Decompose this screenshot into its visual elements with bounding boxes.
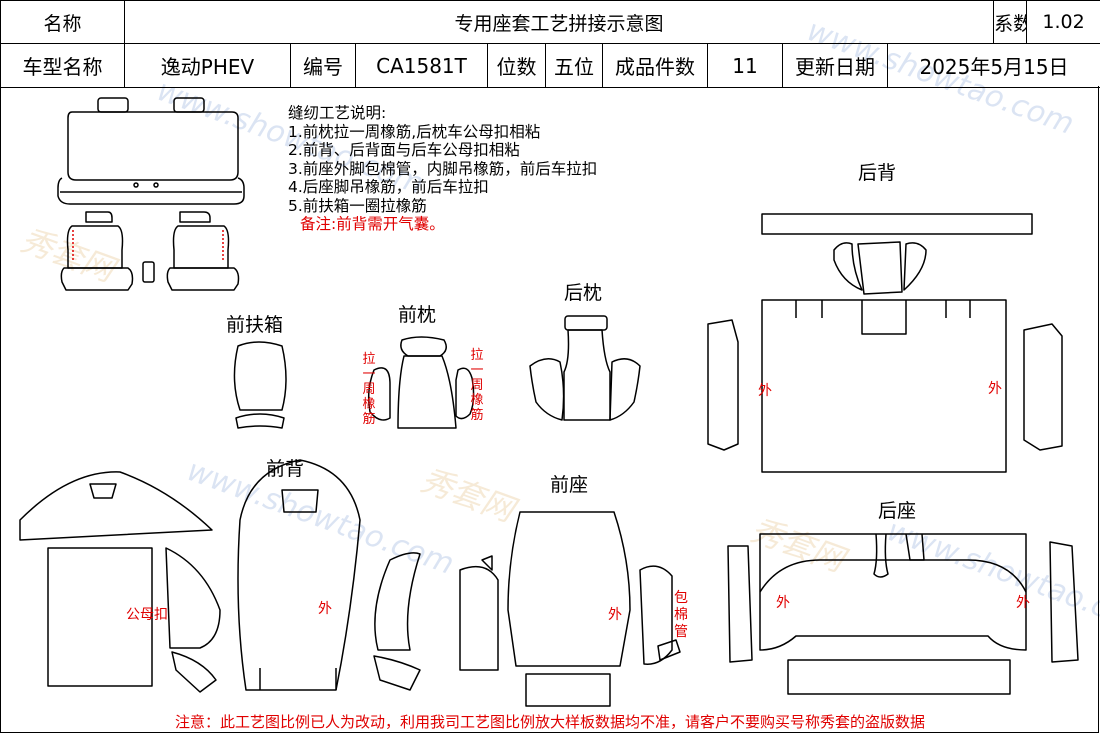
annotation-outer: 外: [318, 601, 332, 617]
front-armrest-pattern: [233, 341, 287, 429]
annotation-snap: 公母扣: [126, 607, 168, 623]
coef-value: 1.02: [1026, 0, 1100, 44]
label-front-headrest: 前枕: [398, 304, 437, 326]
note-item: 5.前扶箱一圈拉橡筋: [288, 196, 427, 215]
sheet-title: 专用座套工艺拼接示意图: [123, 0, 995, 44]
label-front-seat: 前座: [550, 474, 589, 496]
note-item: 4.后座脚吊橡筋，前后车拉扣: [288, 178, 489, 196]
annotation-pull-loop: 拉一周橡筋: [362, 352, 376, 427]
seats-label: 位数: [487, 43, 546, 88]
front-back-pattern: [19, 459, 421, 693]
pieces-value: 11: [707, 43, 783, 88]
header-table: 名称 专用座套工艺拼接示意图 系数 1.02 车型名称 逸动PHEV 编号 CA…: [0, 0, 1100, 88]
label-front-back: 前背: [266, 458, 305, 480]
annotation-cotton-tube: 包棉管: [674, 590, 688, 640]
rear-back-pattern: [707, 213, 1063, 473]
name-label: 名称: [0, 0, 125, 44]
annotation-outer: 外: [988, 381, 1002, 397]
date-value: 2025年5月15日: [886, 43, 1100, 88]
note-item: 1.前枕拉一周橡筋,后枕车公母扣相粘: [288, 122, 541, 141]
notes-remark: 备注:前背需开气囊。: [300, 215, 445, 233]
rear-headrest-pattern: [529, 315, 641, 421]
pieces-label: 成品件数: [602, 43, 708, 88]
notes-heading: 缝纫工艺说明:: [288, 104, 387, 122]
label-rear-back: 后背: [858, 162, 897, 184]
date-label: 更新日期: [782, 43, 888, 88]
code-label: 编号: [290, 43, 356, 88]
front-seat-pattern: [459, 511, 681, 707]
model-value: 逸动PHEV: [124, 43, 291, 88]
annotation-outer: 外: [776, 595, 790, 611]
annotation-pull-loop: 拉一周橡筋: [470, 348, 484, 423]
note-item: 2.前背、后背面与后车公母扣相粘: [288, 141, 520, 159]
annotation-outer: 外: [1016, 595, 1030, 611]
label-front-armrest: 前扶箱: [226, 314, 284, 336]
code-value: CA1581T: [355, 43, 488, 88]
rear-seat-pattern: [727, 533, 1079, 695]
front-headrest-pattern: [367, 336, 475, 429]
footer-warning: 注意：此工艺图比例已人为改动，利用我司工艺图比例放大样板数据均不准，请客户不要购…: [174, 713, 925, 731]
drawing-frame: [0, 86, 1099, 733]
label-rear-seat: 后座: [878, 500, 917, 522]
label-rear-headrest: 后枕: [564, 282, 603, 304]
seat-thumbnail: [57, 97, 245, 291]
annotation-outer: 外: [758, 383, 772, 399]
note-item: 3.前座外脚包棉管，内脚吊橡筋，前后车拉扣: [288, 159, 598, 178]
annotation-outer: 外: [608, 607, 622, 623]
sewing-notes: 缝纫工艺说明: 1.前枕拉一周橡筋,后枕车公母扣相粘 2.前背、后背面与后车公母…: [288, 104, 597, 234]
